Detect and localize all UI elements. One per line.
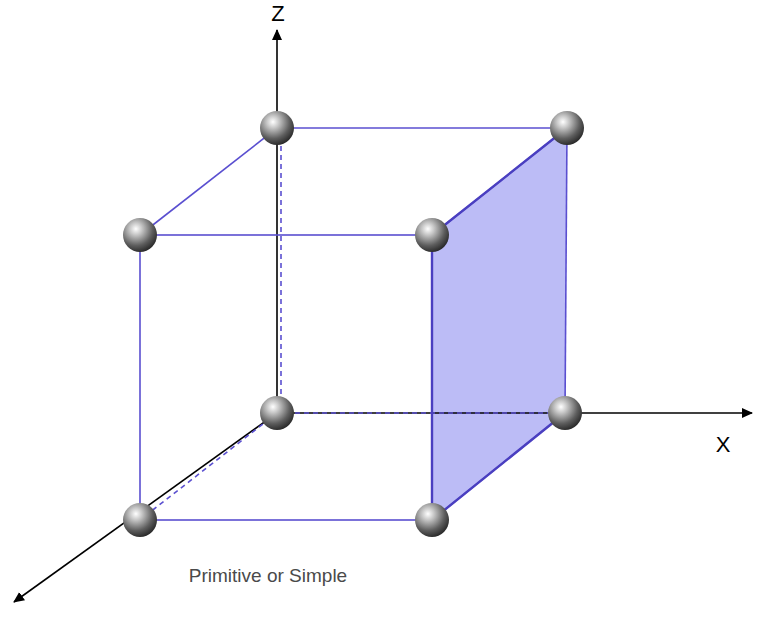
cube-edges xyxy=(140,128,567,520)
figure-caption: Primitive or Simple xyxy=(189,565,347,587)
axis-label: X xyxy=(716,432,731,458)
face-edges xyxy=(432,128,567,520)
axes xyxy=(14,30,752,602)
axis-label: Z xyxy=(271,1,284,27)
hidden-edges xyxy=(140,128,565,520)
atoms xyxy=(123,111,584,537)
shaded-face xyxy=(432,128,567,520)
